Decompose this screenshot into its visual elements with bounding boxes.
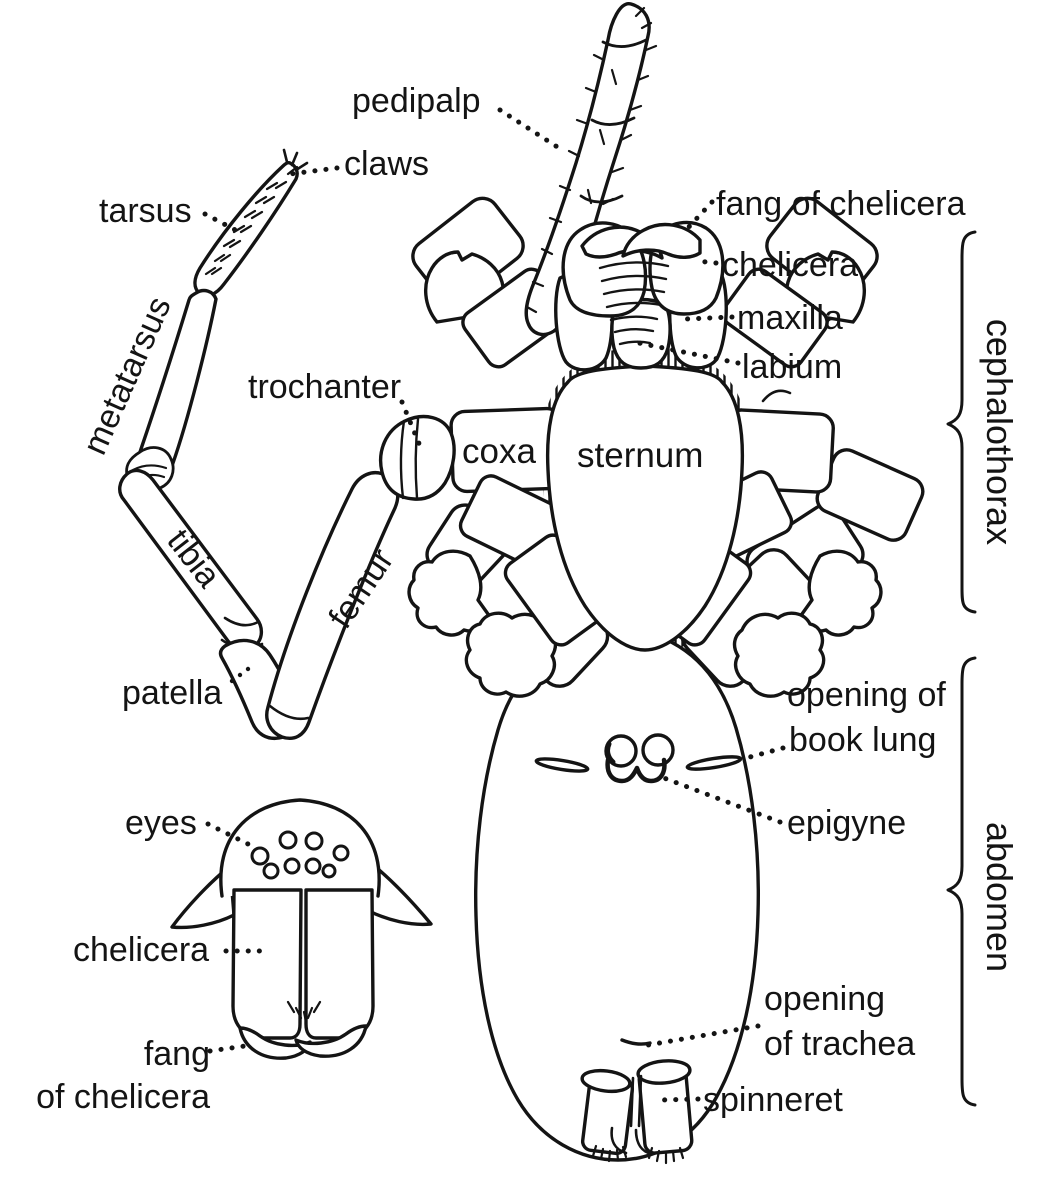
mouthparts-drawing — [554, 220, 728, 372]
leader-lines — [202, 107, 786, 1103]
leader-epigyne — [661, 775, 783, 825]
leader-trochanter — [399, 399, 423, 449]
epigyne-drawing — [604, 733, 675, 784]
detached-leg-drawing — [118, 148, 456, 741]
label-fang-front-line1: fang — [143, 1035, 210, 1073]
leader-labium — [631, 339, 741, 366]
leader-book-lung — [747, 745, 786, 760]
label-fang-of-chelicera: fang of chelicera — [716, 185, 966, 223]
label-tarsus: tarsus — [99, 192, 192, 230]
leader-claws — [287, 165, 340, 177]
leader-eyes — [205, 821, 255, 849]
label-opening-of-book-lung-line2: book lung — [789, 721, 937, 759]
spinneret-left-drawing — [580, 1068, 635, 1163]
label-eyes: eyes — [125, 804, 197, 842]
leader-fang-of-chelicera — [683, 199, 715, 233]
label-pedipalp: pedipalp — [352, 82, 481, 120]
chelicera-front-right-shape — [304, 888, 375, 1040]
bracket-abdomen — [946, 656, 977, 1107]
book-lung-slit-right — [685, 755, 743, 771]
bracket-cephalothorax — [946, 230, 977, 614]
chelicera-front-left-shape — [231, 888, 303, 1040]
spinneret-right-drawing — [636, 1059, 694, 1165]
eyes-drawing — [250, 830, 350, 880]
label-trochanter: trochanter — [248, 368, 402, 406]
sternum-drawing — [545, 364, 745, 652]
label-maxilla: maxilla — [737, 299, 843, 337]
abdomen-drawing — [474, 626, 760, 1165]
leader-chelicera — [694, 258, 719, 266]
label-opening-of-trachea-line1: opening — [764, 980, 886, 1018]
leader-fang-front — [207, 1043, 248, 1054]
label-opening-of-trachea-line2: of trachea — [764, 1025, 916, 1063]
trochanter-shape — [378, 414, 456, 501]
label-chelicera: chelicera — [722, 246, 859, 284]
carapace-shape — [219, 798, 381, 898]
leader-trachea — [645, 1023, 761, 1048]
label-opening-of-book-lung-line1: opening of — [787, 676, 946, 714]
claws-shape — [282, 148, 309, 172]
face-front-drawing — [170, 798, 433, 1060]
label-spinneret: spinneret — [703, 1081, 843, 1119]
label-sternum: sternum — [577, 436, 704, 475]
leader-maxilla — [683, 314, 735, 322]
label-chelicera-front: chelicera — [73, 931, 210, 969]
label-epigyne: epigyne — [787, 804, 907, 842]
label-coxa: coxa — [462, 432, 536, 471]
leader-tarsus — [202, 211, 246, 237]
label-claws: claws — [344, 145, 430, 183]
book-lung-slit-left — [534, 757, 590, 773]
fang-front-right-shape — [294, 1024, 368, 1058]
label-cephalothorax: cephalothorax — [978, 318, 1020, 546]
leader-pedipalp — [497, 107, 565, 153]
label-patella: patella — [122, 674, 223, 712]
label-labium: labium — [742, 348, 843, 386]
label-abdomen: abdomen — [978, 821, 1020, 973]
fang-right-shape — [621, 222, 702, 259]
label-fang-front-line2: of chelicera — [36, 1078, 210, 1116]
